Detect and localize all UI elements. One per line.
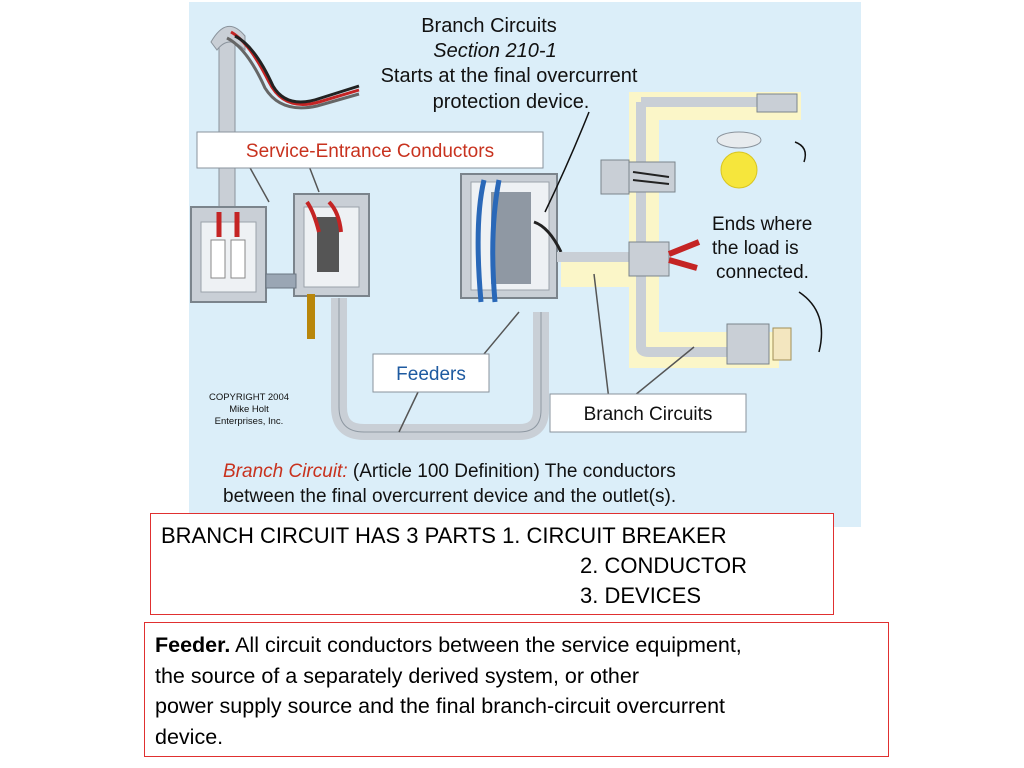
header-line1: Starts at the final overcurrent bbox=[381, 65, 638, 87]
panelboard bbox=[460, 173, 563, 303]
meter-enclosure bbox=[190, 206, 267, 303]
switch-box bbox=[600, 159, 676, 195]
header-leader bbox=[544, 111, 590, 213]
feeder-line3: power supply source and the final branch… bbox=[155, 694, 726, 718]
definition-term: Branch Circuit: bbox=[223, 461, 348, 482]
feeder-line1: Feeder. All circuit conductors between t… bbox=[155, 630, 880, 661]
feeder-line2: the source of a separately derived syste… bbox=[155, 663, 639, 688]
lamp-fixture bbox=[716, 93, 798, 189]
feeder-line4: device. bbox=[155, 724, 224, 749]
header-section: Section 210-1 bbox=[433, 40, 556, 62]
feeder-text: Feeder. All circuit conductors between t… bbox=[155, 630, 880, 752]
header-line2: protection device. bbox=[433, 91, 590, 113]
service-disconnect bbox=[265, 193, 370, 339]
copyright-line1: COPYRIGHT 2004 bbox=[209, 392, 289, 403]
feeder-term: Feeder. bbox=[155, 633, 231, 657]
service-label-box bbox=[196, 131, 544, 169]
header-title: Branch Circuits bbox=[421, 15, 557, 37]
feeders-label-box bbox=[372, 353, 490, 393]
branch-leaders bbox=[593, 273, 695, 401]
receptacle bbox=[726, 323, 792, 365]
branch-label-box bbox=[549, 393, 747, 433]
parts-line2: 2. CONDUCTOR bbox=[580, 553, 748, 578]
branch-parts-box: BRANCH CIRCUIT HAS 3 PARTS 1. CIRCUIT BR… bbox=[150, 513, 834, 615]
service-leaders bbox=[248, 165, 320, 203]
definition-line2: between the final overcurrent device and… bbox=[223, 486, 676, 507]
branch-circuit-diagram: Branch Circuits Section 210-1 Starts at … bbox=[189, 2, 861, 527]
ends-line2: the load is bbox=[712, 238, 799, 259]
junction-box bbox=[628, 239, 701, 277]
service-wires bbox=[226, 30, 360, 110]
branch-label: Branch Circuits bbox=[584, 404, 713, 425]
ends-leader-bottom bbox=[798, 291, 823, 353]
copyright-line3: Enterprises, Inc. bbox=[215, 416, 284, 427]
ends-line3: connected. bbox=[716, 262, 809, 283]
parts-line1: BRANCH CIRCUIT HAS 3 PARTS 1. CIRCUIT BR… bbox=[161, 523, 727, 548]
feeder-definition-box: Feeder. All circuit conductors between t… bbox=[144, 622, 889, 757]
parts-line3: 3. DEVICES bbox=[580, 583, 702, 608]
definition-line1: Branch Circuit: (Article 100 Definition)… bbox=[223, 461, 676, 482]
definition-rest: (Article 100 Definition) The conductors bbox=[348, 461, 676, 482]
feeders-label: Feeders bbox=[396, 364, 466, 385]
ends-line1: Ends where bbox=[712, 214, 812, 235]
feeder-line1-text: All circuit conductors between the servi… bbox=[230, 633, 742, 657]
ends-leader-top bbox=[794, 141, 807, 163]
service-label: Service-Entrance Conductors bbox=[246, 141, 494, 162]
copyright-line2: Mike Holt bbox=[229, 404, 269, 415]
